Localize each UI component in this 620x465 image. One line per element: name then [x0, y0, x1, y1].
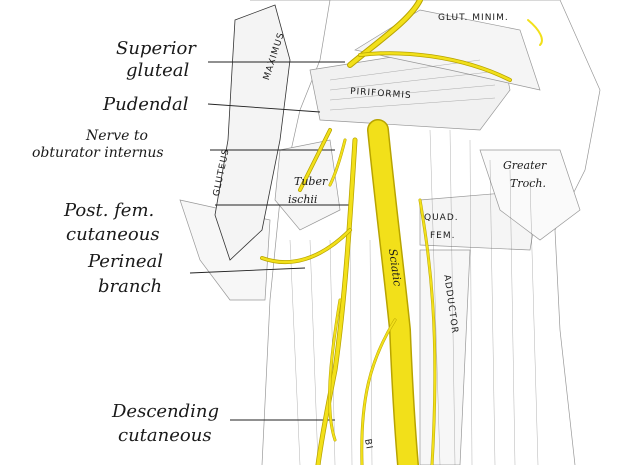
leader-lines — [189, 61, 350, 421]
label-perineal: Perineal — [88, 251, 164, 272]
label-branch: branch — [98, 276, 163, 297]
label-post-fem: Post. fem. — [64, 200, 155, 221]
label-pudendal: Pudendal — [103, 94, 189, 115]
label-nerve-to: Nerve to — [86, 128, 148, 144]
label-superior: Superior — [116, 38, 196, 59]
tag-glut-minim: GLUT. MINIM. — [438, 13, 509, 23]
tag-quad: QUAD. — [424, 213, 459, 223]
label-descending: Descending — [112, 401, 220, 422]
gluteus-maximus-band — [214, 4, 291, 261]
label-gluteal: gluteal — [126, 60, 190, 81]
tag-tuber: Tuber — [294, 175, 328, 188]
tag-ischii: ischii — [288, 193, 318, 206]
tag-bi: BI — [362, 438, 374, 451]
label-obturator-internus: obturator internus — [32, 145, 164, 161]
label-cutaneous-1: cutaneous — [66, 224, 160, 245]
nerves — [260, 0, 543, 465]
hatching — [289, 59, 539, 465]
tag-greater: Greater — [503, 159, 547, 172]
label-cutaneous-2: cutaneous — [118, 425, 212, 446]
tag-troch: Troch. — [510, 177, 546, 190]
tag-fem: FEM. — [430, 231, 456, 241]
